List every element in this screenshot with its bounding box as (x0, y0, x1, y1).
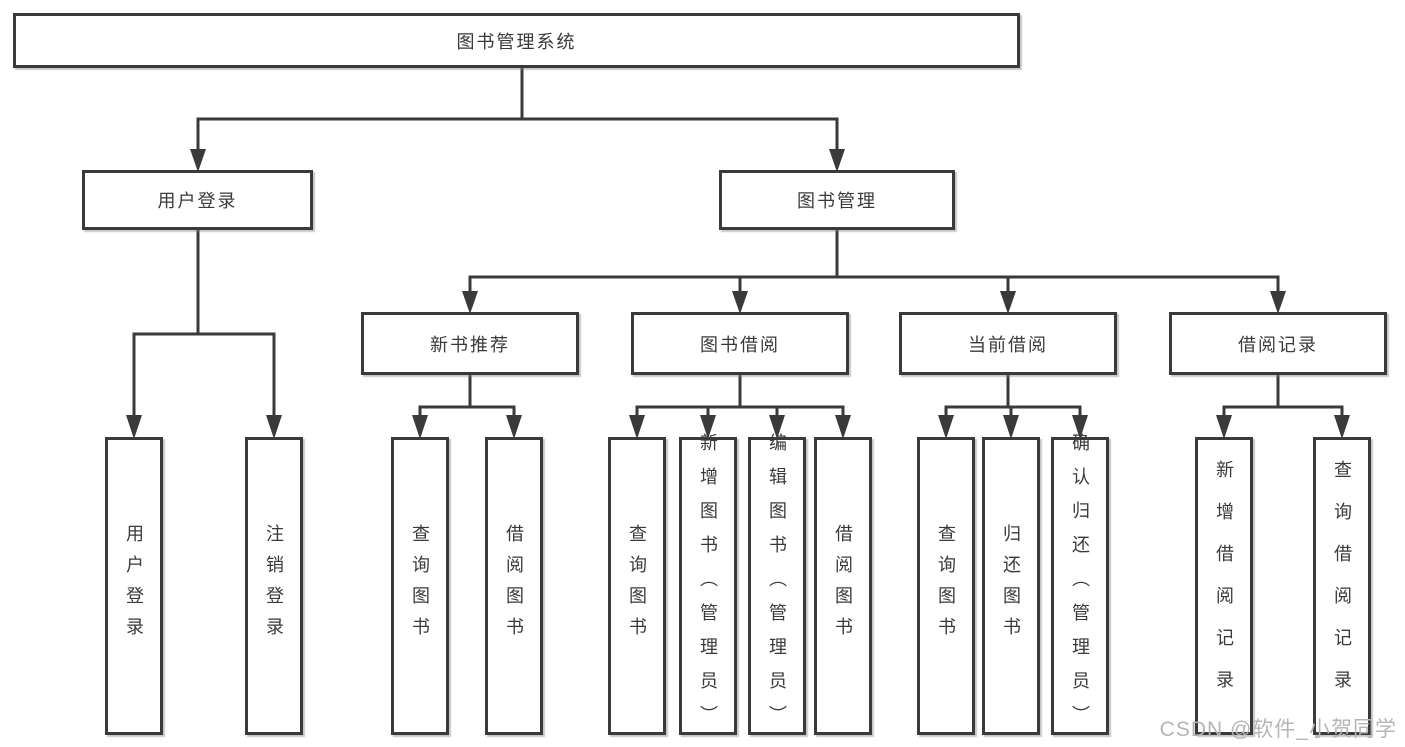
leaf-logout-label: 注销登录 (264, 524, 284, 648)
leaf-logout: 注销登录 (245, 437, 303, 735)
leaf-recommend-borrow-books-label: 借阅图书 (504, 524, 524, 648)
leaf-current-confirm-return: 确认归还（管理员） (1051, 433, 1109, 739)
leaf-current-return-books: 归还图书 (982, 437, 1040, 735)
leaf-borrow-query-books: 查询图书 (608, 437, 666, 735)
leaf-borrow-edit-books: 编辑图书（管理员） (748, 433, 806, 739)
leaf-borrow-query-books-label: 查询图书 (627, 524, 647, 648)
node-current-borrow: 当前借阅 (899, 312, 1117, 375)
leaf-user-login: 用户登录 (105, 437, 163, 735)
leaf-recommend-borrow-books: 借阅图书 (485, 437, 543, 735)
leaf-records-add-record: 新增借阅记录 (1195, 437, 1253, 735)
leaf-recommend-query-books: 查询图书 (391, 437, 449, 735)
leaf-records-add-record-label: 新增借阅记录 (1214, 460, 1234, 712)
leaf-current-return-books-label: 归还图书 (1001, 524, 1021, 648)
node-borrow-records: 借阅记录 (1169, 312, 1387, 375)
leaf-borrow-borrow-books-label: 借阅图书 (833, 524, 853, 648)
leaf-records-query-record-label: 查询借阅记录 (1332, 460, 1352, 712)
leaf-borrow-add-books: 新增图书（管理员） (679, 433, 737, 739)
node-new-book-recommend: 新书推荐 (361, 312, 579, 375)
leaf-borrow-edit-books-label: 编辑图书（管理员） (767, 433, 787, 739)
leaf-borrow-borrow-books: 借阅图书 (814, 437, 872, 735)
watermark: CSDN @软件_小贺同学 (1159, 718, 1397, 741)
node-root-system: 图书管理系统 (13, 13, 1020, 68)
node-book-management: 图书管理 (719, 170, 955, 230)
node-book-borrow: 图书借阅 (631, 312, 849, 375)
leaf-current-query-books-label: 查询图书 (936, 524, 956, 648)
leaf-current-confirm-return-label: 确认归还（管理员） (1070, 433, 1090, 739)
leaf-current-query-books: 查询图书 (917, 437, 975, 735)
leaf-user-login-label: 用户登录 (124, 524, 144, 648)
node-user-login: 用户登录 (82, 170, 313, 230)
leaf-records-query-record: 查询借阅记录 (1313, 437, 1371, 735)
leaf-recommend-query-books-label: 查询图书 (410, 524, 430, 648)
leaf-borrow-add-books-label: 新增图书（管理员） (698, 433, 718, 739)
